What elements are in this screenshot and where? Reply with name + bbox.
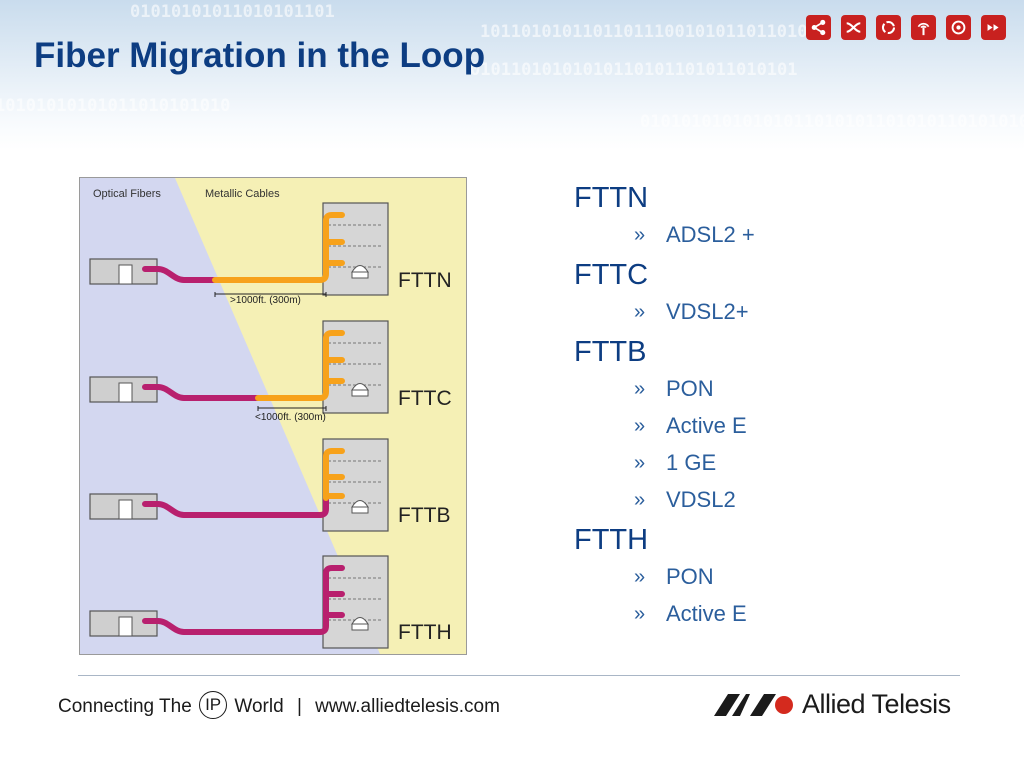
header-binary-pattern: 010101010101010110101011010101101010101 — [640, 112, 1024, 132]
company-name: Allied Telesis — [802, 689, 951, 719]
bullet-item: Active E — [574, 411, 994, 448]
bullet-item-text: Active E — [666, 413, 747, 438]
ip-badge: IP — [199, 691, 228, 719]
header-binary-pattern: 01011010101010110101101011010101 — [470, 60, 798, 80]
optical-fibers-label: Optical Fibers — [93, 188, 161, 200]
bullet-item-text: 1 GE — [666, 450, 717, 475]
diagram-row-fttn: >1000ft. (300m) FTTN — [89, 202, 452, 306]
optical-region — [80, 178, 380, 654]
bullet-item: PON — [574, 374, 994, 411]
bullet-item: VDSL2 — [574, 485, 994, 522]
bullet-item: PON — [574, 562, 994, 599]
bullet-heading: FTTC — [574, 259, 649, 291]
bullet-heading: FTTB — [574, 336, 647, 368]
diagram-row-fttb: FTTB — [89, 438, 451, 532]
bullet-heading: FTTN — [574, 182, 649, 214]
bullet-item: ADSL2 + — [574, 220, 994, 257]
bullet-item-text: PON — [666, 376, 714, 401]
header-binary-pattern: 01010101011010101101 — [130, 2, 335, 22]
header-binary-pattern: 10101010101011010101010 — [0, 96, 231, 116]
bullet-item-text: ADSL2 + — [666, 222, 755, 247]
wireless-antenna-icon[interactable] — [911, 15, 936, 40]
bullet-item-text: Active E — [666, 601, 747, 626]
cycle-icon[interactable] — [876, 15, 901, 40]
bullet-item-text: PON — [666, 564, 714, 589]
nav-icon-bar — [806, 15, 1006, 40]
metallic-cables-label: Metallic Cables — [205, 188, 280, 200]
distance-label: <1000ft. (300m) — [255, 412, 326, 423]
distance-label: >1000ft. (300m) — [230, 295, 301, 306]
row-label: FTTN — [398, 269, 452, 292]
footer-tagline: Connecting The IP World | www.alliedtele… — [58, 691, 500, 721]
row-label: FTTB — [398, 504, 451, 527]
bullet-item-text: VDSL2 — [666, 487, 736, 512]
bullet-item-text: VDSL2+ — [666, 299, 749, 324]
bullet-item: Active E — [574, 599, 994, 636]
footer-separator: | — [296, 696, 302, 718]
logo-mark-icon — [714, 693, 793, 716]
bullet-item: 1 GE — [574, 448, 994, 485]
fiber-migration-diagram: Optical Fibers Metallic Cables >1000ft. … — [79, 177, 467, 655]
tagline-before: Connecting The — [58, 696, 192, 718]
diagram-row-ftth: FTTH — [89, 555, 452, 649]
header-binary-pattern: 10110101011011011100101011011010 — [480, 22, 808, 42]
row-label: FTTH — [398, 621, 452, 644]
bullet-list: FTTN ADSL2 + FTTC VDSL2+ FTTB PON Active… — [574, 180, 994, 636]
tagline-after: World — [234, 696, 284, 718]
bullet-item: VDSL2+ — [574, 297, 994, 334]
share-icon[interactable] — [806, 15, 831, 40]
company-logo: Allied Telesis — [714, 689, 951, 720]
diagram-row-fttc: <1000ft. (300m) FTTC — [89, 320, 452, 423]
slide-title: Fiber Migration in the Loop — [34, 36, 486, 75]
row-label: FTTC — [398, 387, 452, 410]
shuffle-icon[interactable] — [841, 15, 866, 40]
forward-icon[interactable] — [981, 15, 1006, 40]
disc-icon[interactable] — [946, 15, 971, 40]
footer-url[interactable]: www.alliedtelesis.com — [315, 696, 500, 718]
bullet-heading: FTTH — [574, 524, 649, 556]
footer-divider — [78, 675, 960, 676]
